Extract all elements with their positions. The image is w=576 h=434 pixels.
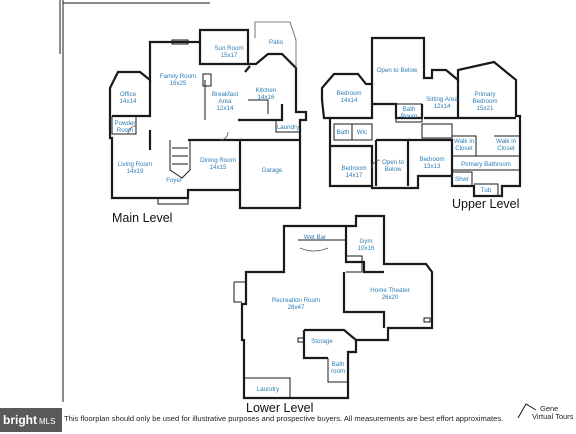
room-label-storage: Storage xyxy=(311,338,333,345)
room-label-laundry-lower: Laundry xyxy=(257,386,280,393)
fireplace-mantel xyxy=(171,39,189,45)
shower-walls xyxy=(452,171,473,186)
sun-room-walls xyxy=(198,42,248,66)
tub-walls xyxy=(474,183,499,196)
level-title-lower: Lower Level xyxy=(246,401,313,415)
office-walls xyxy=(112,80,152,118)
lower-level-plan xyxy=(233,214,434,400)
room-label-primary-bathroom: Primary Bathroom xyxy=(461,161,511,168)
upper-level-outline xyxy=(320,36,522,198)
powder-room-walls xyxy=(111,116,137,135)
door-swing xyxy=(219,131,229,141)
level-title-upper: Upper Level xyxy=(452,197,519,211)
room-label-wic: Wic xyxy=(357,129,367,136)
home-theater-walls xyxy=(342,272,386,328)
corner-guide-lines xyxy=(59,0,210,402)
upper-level-plan xyxy=(320,36,522,198)
bedroom-3-walls xyxy=(408,138,454,176)
room-label-shower: Shwr xyxy=(455,176,469,183)
fireplace xyxy=(202,73,212,87)
virtual-tours-logo xyxy=(517,403,537,419)
laundry-lower-walls xyxy=(244,377,291,398)
brand-line-2: Virtual Tours xyxy=(532,412,574,421)
column xyxy=(423,317,431,323)
upper-stair xyxy=(421,123,453,139)
main-level-plan xyxy=(108,21,308,210)
brand-line-1: Gene xyxy=(540,404,559,413)
laundry-walls xyxy=(275,120,300,133)
bright-wordmark: bright xyxy=(3,413,37,427)
room-label-foyer: Foyer xyxy=(166,177,182,184)
lower-level-outline xyxy=(240,214,434,400)
bedroom-2-walls xyxy=(330,144,374,186)
column xyxy=(297,337,305,343)
level-title-main: Main Level xyxy=(112,211,172,225)
room-label-bath: Bath xyxy=(337,129,350,136)
room-label-garage: Garage xyxy=(262,167,283,174)
door-swing xyxy=(127,125,137,135)
gym-walls xyxy=(344,226,384,274)
main-level-outline xyxy=(108,28,308,210)
kitchen-walls xyxy=(238,65,284,122)
front-porch xyxy=(157,198,189,205)
room-label-tub: Tub xyxy=(481,187,492,194)
patio-outline xyxy=(254,21,297,68)
primary-bathroom-walls xyxy=(452,155,520,171)
exterior-stair xyxy=(233,281,246,303)
room-label-open-to-below: Open to Below xyxy=(377,67,418,74)
bedroom-1-walls xyxy=(330,84,374,120)
sitting-primary-divider xyxy=(424,80,516,120)
mls-wordmark: MLS xyxy=(39,417,56,426)
room-label-wet-bar: Wet Bar xyxy=(304,234,326,241)
stair-treads xyxy=(172,147,188,165)
virtual-tours-brand: Gene Virtual Tours xyxy=(520,405,576,421)
room-label-laundry-main: Laundry xyxy=(277,124,300,131)
gym-stair xyxy=(346,255,363,273)
disclaimer-text: This floorplan should only be used for i… xyxy=(64,414,504,423)
logo-swoosh-icon xyxy=(517,403,537,419)
room-label-patio: Patio xyxy=(269,39,284,46)
bath-wic-small-walls xyxy=(333,123,373,141)
wet-bar-curve xyxy=(299,247,329,252)
bath-lower-walls xyxy=(327,358,348,383)
stair-foyer xyxy=(169,140,191,179)
kitchen-island xyxy=(248,99,269,114)
door-swing xyxy=(371,159,381,169)
bath-room-walls xyxy=(395,103,423,123)
